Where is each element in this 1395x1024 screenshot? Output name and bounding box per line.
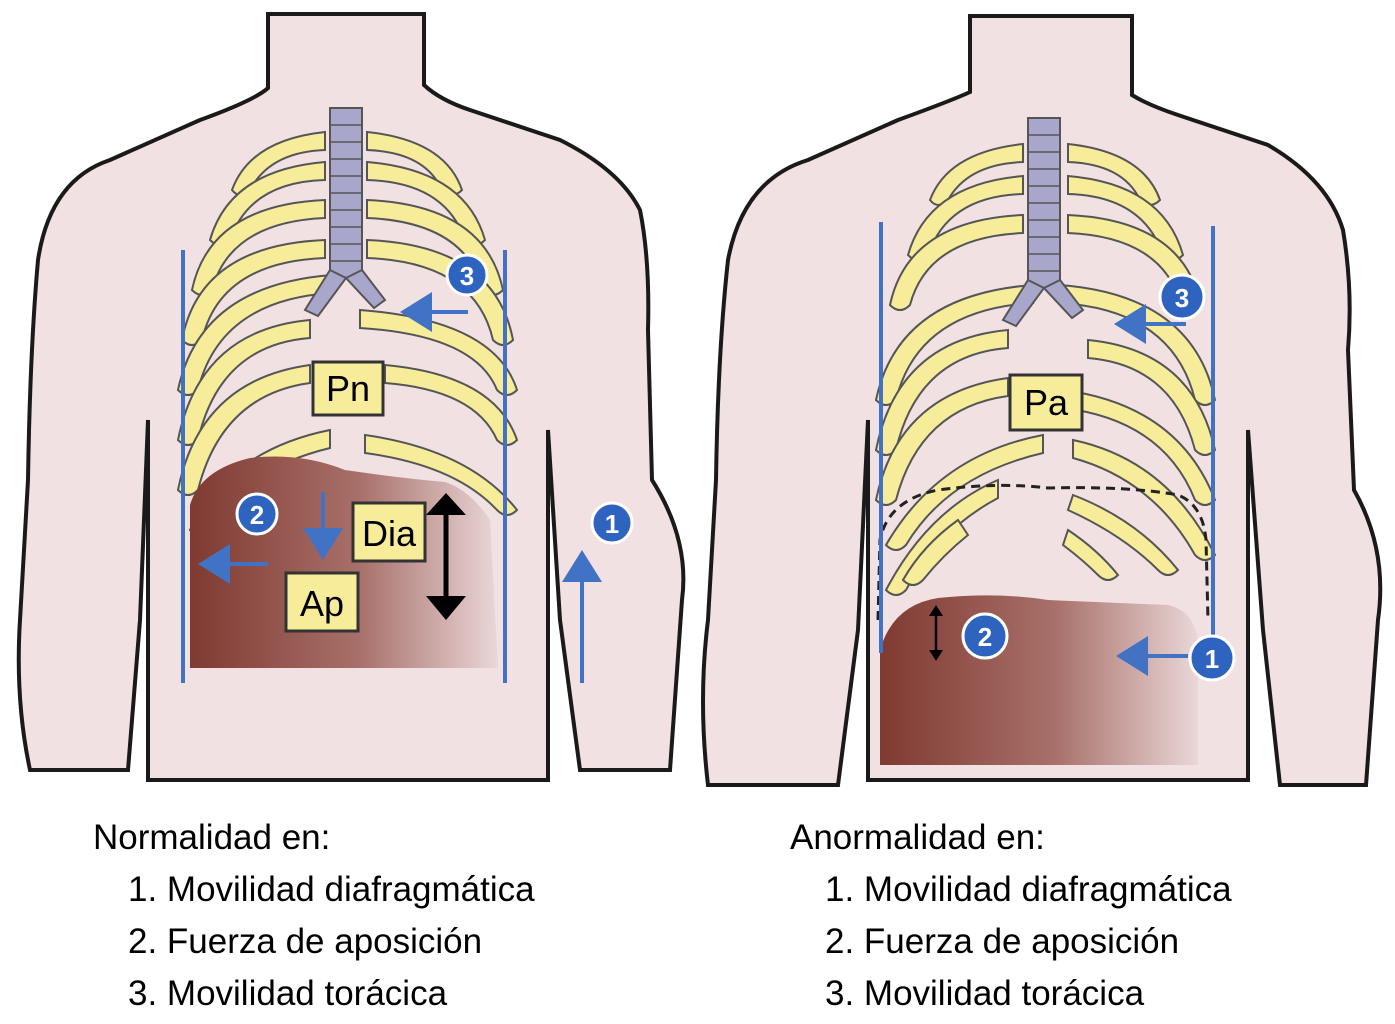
label-lung-abnormal: Pa [1008, 373, 1084, 432]
svg-text:Dia: Dia [362, 513, 417, 554]
diaphragm-excursion-arrow [929, 605, 943, 661]
abnormal-torso-illustration: Pa 1 2 3 [701, 14, 1383, 787]
badge-3: 3 [1158, 273, 1206, 321]
caption-item: 2. Fuerza de aposición [128, 922, 483, 961]
trachea [303, 107, 387, 318]
badge-2: 2 [235, 492, 279, 536]
svg-text:2: 2 [250, 500, 264, 530]
normal-diagram-panel: Pn Dia Ap 1 2 3 [0, 0, 697, 800]
caption-item: 3. Movilidad torácica [128, 974, 448, 1013]
svg-text:Pa: Pa [1024, 382, 1069, 423]
normal-diaphragm-contour [876, 483, 1210, 621]
svg-text:Pn: Pn [326, 368, 370, 409]
normal-torso-illustration: Pn Dia Ap 1 2 3 [16, 12, 686, 782]
svg-text:3: 3 [460, 261, 474, 291]
caption-title: Anormalidad en: [790, 818, 1045, 857]
normal-caption: Normalidad en: 1. Movilidad diafragmátic… [93, 812, 535, 1020]
abnormal-caption: Anormalidad en: 1. Movilidad diafragmáti… [790, 812, 1232, 1020]
liver-region [880, 595, 1198, 765]
badge-1: 1 [590, 501, 634, 545]
caption-item: 1. Movilidad diafragmática [825, 870, 1232, 909]
rib-cage [176, 130, 519, 536]
svg-text:1: 1 [1205, 644, 1219, 674]
svg-text:3: 3 [1175, 283, 1189, 313]
diaphragm-excursion-arrow [426, 493, 466, 620]
caption-item: 3. Movilidad torácica [825, 974, 1145, 1013]
badge-1: 1 [1188, 634, 1236, 682]
svg-text:2: 2 [978, 622, 992, 652]
trachea [1001, 117, 1085, 328]
label-diaphragm: Dia [351, 501, 427, 563]
badge-2: 2 [961, 612, 1009, 660]
rib-cage [874, 142, 1217, 596]
abnormal-diagram-panel: Pa 1 2 3 [698, 0, 1395, 800]
svg-text:Ap: Ap [300, 583, 344, 624]
label-apposition: Ap [284, 571, 360, 633]
caption-title: Normalidad en: [93, 818, 331, 857]
caption-item: 2. Fuerza de aposición [825, 922, 1180, 961]
badge-3: 3 [445, 253, 489, 297]
svg-text:1: 1 [605, 509, 619, 539]
label-lung-normal: Pn [311, 360, 385, 417]
caption-item: 1. Movilidad diafragmática [128, 870, 535, 909]
